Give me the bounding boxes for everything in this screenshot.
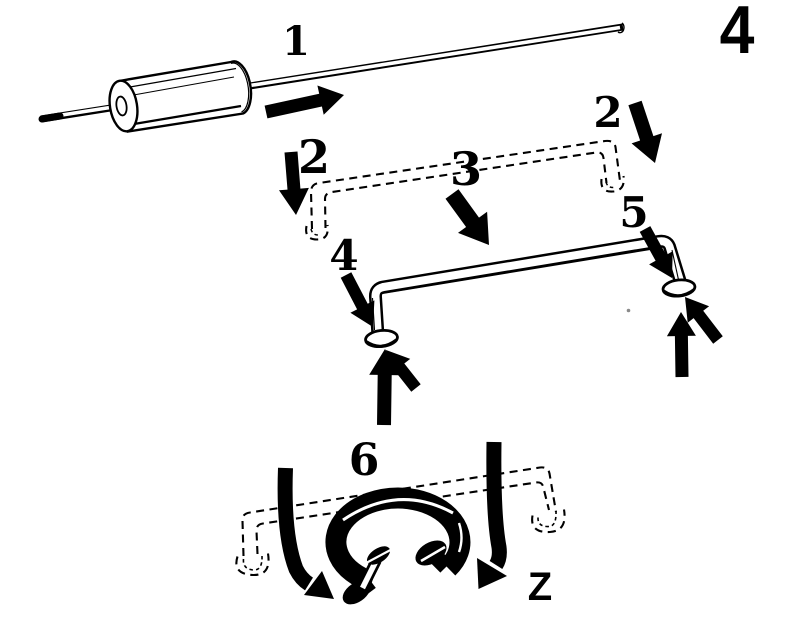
print-speck <box>626 308 631 313</box>
ghost-left-foot-inner-rim <box>242 555 263 571</box>
clip-top-highlight <box>342 498 454 522</box>
insert-rod-arrow-icon <box>264 85 344 119</box>
left-foot-diagonal-arrow-icon <box>386 350 421 392</box>
step1-label: 1 <box>282 18 310 65</box>
step6-label: 6 <box>348 435 380 486</box>
handle-ghost-outline <box>305 139 625 241</box>
step2-left-down-arrow-icon <box>279 151 309 215</box>
ghost-left-foot-rim <box>310 228 320 236</box>
step3-down-arrow-icon <box>445 189 489 245</box>
figure-number: 4 <box>719 0 755 68</box>
right-foot-diagonal-arrow-icon <box>685 297 723 344</box>
cylinder-bore-hole <box>115 95 128 117</box>
ghost-right-foot-inner-rim <box>537 511 557 528</box>
step5-label: 5 <box>619 188 649 237</box>
clip-left-highlight <box>321 555 342 581</box>
clip-pin-rivet <box>357 546 392 592</box>
step4-label: 4 <box>329 231 359 280</box>
ghost-right-foot-rim <box>605 181 615 189</box>
rod-tip <box>38 112 64 123</box>
ghost-right-foot <box>600 175 625 193</box>
bail-handle <box>364 234 697 349</box>
ghost-left-foot <box>305 224 329 241</box>
handle-seam-line <box>380 246 662 295</box>
step5-down-arrow-icon <box>639 226 673 278</box>
ghost-right-foot-flare <box>531 509 566 534</box>
cylinder-sleeve <box>108 60 253 133</box>
clip-right-highlight <box>457 522 463 553</box>
right-foot-up-arrow-icon <box>666 312 696 378</box>
step2-right-label: 2 <box>593 88 623 137</box>
retaining-clip <box>321 487 471 605</box>
step3-label: 3 <box>449 142 483 196</box>
step2-left-label: 2 <box>297 130 331 184</box>
ghost-left-foot-flare <box>235 553 270 577</box>
rotate-arrow-right <box>477 441 507 589</box>
step2-right-down-arrow-icon <box>628 100 662 163</box>
rotate-arrow-left <box>277 467 334 599</box>
rod-end-cap <box>617 22 625 34</box>
direction-z-label: Z <box>527 565 553 609</box>
step4-down-arrow-icon <box>340 272 375 327</box>
